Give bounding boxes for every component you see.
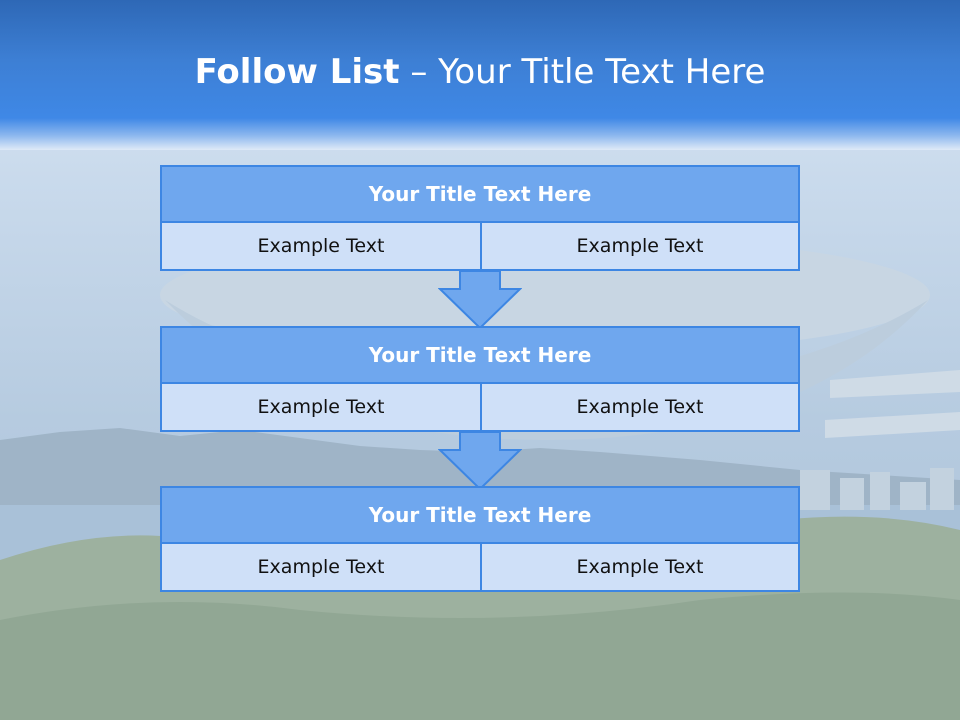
slide-title: Follow List – Your Title Text Here xyxy=(0,52,960,92)
step-title: Your Title Text Here xyxy=(160,165,800,223)
slide-title-rest: – Your Title Text Here xyxy=(399,52,766,92)
slide-title-bold: Follow List xyxy=(194,52,400,92)
step-title: Your Title Text Here xyxy=(160,326,800,384)
down-arrow-icon xyxy=(438,431,522,491)
step-box-3: Your Title Text Here Example Text Exampl… xyxy=(160,486,800,592)
step-box-2: Your Title Text Here Example Text Exampl… xyxy=(160,326,800,432)
step-title: Your Title Text Here xyxy=(160,486,800,544)
step-cell-right: Example Text xyxy=(480,542,800,592)
step-cell-left: Example Text xyxy=(160,542,482,592)
step-cell-left: Example Text xyxy=(160,221,482,271)
step-cell-left: Example Text xyxy=(160,382,482,432)
step-box-1: Your Title Text Here Example Text Exampl… xyxy=(160,165,800,271)
down-arrow-icon xyxy=(438,270,522,330)
step-cell-right: Example Text xyxy=(480,221,800,271)
title-bar xyxy=(0,0,960,150)
step-cell-right: Example Text xyxy=(480,382,800,432)
